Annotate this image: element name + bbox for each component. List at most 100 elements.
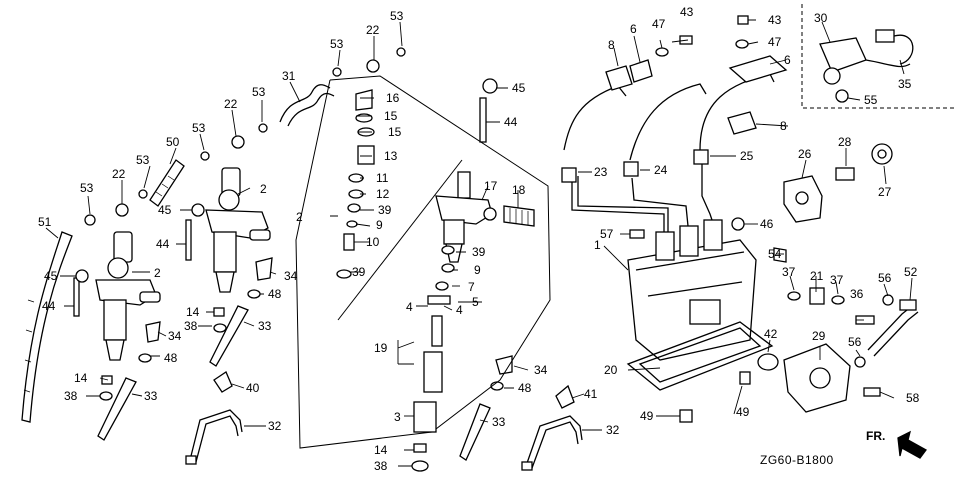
callout-5: 5 bbox=[472, 295, 479, 309]
front-label: FR. bbox=[866, 429, 885, 443]
pipe-50 bbox=[149, 159, 185, 207]
callout-10: 10 bbox=[366, 235, 380, 249]
pipes-23-24-25 bbox=[561, 73, 775, 232]
callout-14: 14 bbox=[74, 371, 88, 385]
callout-2: 2 bbox=[260, 182, 267, 196]
callout-45: 45 bbox=[512, 81, 526, 95]
callout-11: 11 bbox=[376, 171, 389, 185]
callout-18: 18 bbox=[512, 183, 526, 197]
solenoid-inset bbox=[801, 4, 956, 109]
injector-exploded-parts bbox=[336, 89, 535, 433]
callout-12: 12 bbox=[376, 187, 390, 201]
callout-54: 54 bbox=[768, 247, 782, 261]
callout-6: 6 bbox=[630, 22, 637, 36]
callout-45: 45 bbox=[158, 203, 172, 217]
governor-parts bbox=[783, 143, 893, 223]
callout-32: 32 bbox=[606, 423, 620, 437]
callout-47: 47 bbox=[768, 35, 782, 49]
clamp-40 bbox=[213, 371, 233, 393]
callout-43: 43 bbox=[768, 13, 782, 27]
callout-28: 28 bbox=[838, 135, 852, 149]
callout-17: 17 bbox=[484, 179, 498, 193]
injection-pump-1 bbox=[627, 219, 757, 361]
callout-53: 53 bbox=[80, 181, 94, 195]
callout-34: 34 bbox=[168, 329, 182, 343]
callout-30: 30 bbox=[814, 11, 828, 25]
small-fittings-left bbox=[84, 47, 406, 226]
callout-21: 21 bbox=[810, 269, 824, 283]
clamp-41 bbox=[555, 384, 575, 409]
callout-3: 3 bbox=[394, 410, 401, 424]
callout-22: 22 bbox=[366, 23, 380, 37]
callout-35: 35 bbox=[898, 77, 912, 91]
callout-1: 1 bbox=[594, 238, 601, 252]
pipe-32-right bbox=[521, 415, 583, 471]
callout-44: 44 bbox=[504, 115, 518, 129]
callout-25: 25 bbox=[740, 149, 754, 163]
front-arrow bbox=[897, 430, 927, 459]
callout-15: 15 bbox=[388, 125, 402, 139]
pipe-32-left bbox=[185, 409, 243, 465]
cap-34 bbox=[145, 257, 513, 375]
callout-51: 51 bbox=[38, 215, 52, 229]
callout-48: 48 bbox=[164, 351, 178, 365]
clamps-6-8 bbox=[605, 55, 788, 135]
callout-24: 24 bbox=[654, 163, 668, 177]
callout-41: 41 bbox=[584, 387, 598, 401]
callout-43: 43 bbox=[680, 5, 694, 19]
callout-33: 33 bbox=[258, 319, 272, 333]
callout-48: 48 bbox=[518, 381, 532, 395]
feed-pump-29 bbox=[679, 247, 919, 423]
callout-50: 50 bbox=[166, 135, 180, 149]
injector-left-upper bbox=[205, 167, 271, 293]
callout-53: 53 bbox=[390, 9, 404, 23]
callout-22: 22 bbox=[224, 97, 238, 111]
hose-51 bbox=[21, 231, 73, 423]
callout-36: 36 bbox=[850, 287, 864, 301]
callout-53: 53 bbox=[136, 153, 150, 167]
pipe-31 bbox=[279, 84, 335, 127]
callout-14: 14 bbox=[374, 443, 388, 457]
callout-49: 49 bbox=[736, 405, 750, 419]
callout-labels: 1 2 2 2 3 4 4 5 6 6 7 8 8 9 9 10 11 12 1… bbox=[38, 5, 920, 473]
callout-56: 56 bbox=[878, 271, 892, 285]
callout-38: 38 bbox=[374, 459, 388, 473]
callout-22: 22 bbox=[112, 167, 126, 181]
callout-23: 23 bbox=[594, 165, 608, 179]
callout-49: 49 bbox=[640, 409, 654, 423]
callout-19: 19 bbox=[374, 341, 388, 355]
callout-37: 37 bbox=[782, 265, 796, 279]
callout-31: 31 bbox=[282, 69, 296, 83]
callout-4: 4 bbox=[456, 303, 463, 317]
leader-lines bbox=[45, 19, 913, 467]
injector-left-lower bbox=[95, 231, 161, 361]
callout-57: 57 bbox=[600, 227, 614, 241]
callout-37: 37 bbox=[830, 273, 844, 287]
callout-2: 2 bbox=[154, 266, 161, 280]
callout-44: 44 bbox=[42, 299, 56, 313]
callout-46: 46 bbox=[760, 217, 774, 231]
callout-39: 39 bbox=[378, 203, 392, 217]
callout-16: 16 bbox=[386, 91, 400, 105]
callout-26: 26 bbox=[798, 147, 812, 161]
callout-42: 42 bbox=[764, 327, 778, 341]
callout-6: 6 bbox=[784, 53, 791, 67]
callout-40: 40 bbox=[246, 381, 260, 395]
callout-48: 48 bbox=[268, 287, 282, 301]
callout-53: 53 bbox=[330, 37, 344, 51]
stud-44 bbox=[73, 97, 487, 317]
bolts-right bbox=[629, 15, 749, 239]
callout-7: 7 bbox=[468, 280, 475, 294]
callout-27: 27 bbox=[878, 185, 892, 199]
callout-45: 45 bbox=[44, 269, 58, 283]
callout-47: 47 bbox=[652, 17, 666, 31]
callout-38: 38 bbox=[184, 319, 198, 333]
callout-39: 39 bbox=[472, 245, 486, 259]
callout-29: 29 bbox=[812, 329, 826, 343]
callout-34: 34 bbox=[534, 363, 548, 377]
callout-33: 33 bbox=[144, 389, 158, 403]
callout-38: 38 bbox=[64, 389, 78, 403]
callout-33: 33 bbox=[492, 415, 506, 429]
callout-52: 52 bbox=[904, 265, 918, 279]
